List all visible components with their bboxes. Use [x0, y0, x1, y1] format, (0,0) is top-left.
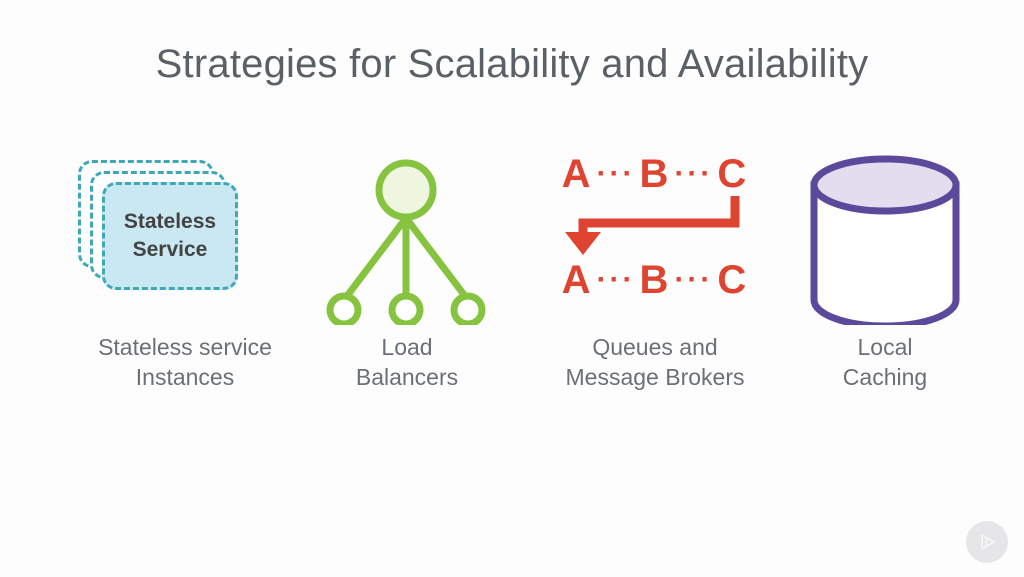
stacked-dashed-cards-icon: Stateless Service [70, 140, 300, 325]
caption-queues-message-brokers: Queues and Message Brokers [565, 334, 745, 391]
card-front-layer: Stateless Service [102, 182, 238, 290]
lb-child-node-2 [388, 292, 424, 325]
lb-child-node-1 [326, 292, 362, 325]
page-title: Strategies for Scalability and Availabil… [155, 42, 869, 86]
queue-top-item-a: A [561, 152, 593, 196]
cylinder-body [810, 181, 960, 325]
database-cylinder-icon [770, 140, 1000, 325]
queue-bottom-item-a: A [561, 258, 593, 302]
stateless-service-label: Stateless Service [123, 209, 217, 261]
caption-local-caching: Local Caching [842, 334, 928, 391]
queue-top-separator-1: ··· [596, 157, 636, 191]
queue-sequence-top: A···B···C [540, 152, 770, 197]
queue-bottom-separator-1: ··· [596, 263, 636, 297]
queue-top-separator-2: ··· [674, 157, 714, 191]
message-queue-loop-icon: A···B···C A···B···C [540, 140, 770, 325]
queue-loop-arrow-icon [565, 196, 740, 255]
queue-arrowhead [565, 232, 601, 255]
lb-root-node [375, 159, 437, 221]
lb-child-node-3 [450, 292, 486, 325]
queue-top-item-c: C [717, 152, 749, 196]
database-cylinder-svg [810, 155, 960, 325]
caption-stateless-service: Stateless service Instances [98, 334, 272, 391]
load-balancer-node-graph-icon [292, 140, 522, 325]
queue-bottom-separator-2: ··· [674, 263, 714, 297]
cylinder-top [810, 155, 960, 215]
column-queues-message-brokers: A···B···C A···B···C Queues and Message B… [540, 140, 770, 410]
load-balancer-svg [326, 159, 486, 325]
queue-top-item-b: B [639, 152, 671, 196]
play-triangle-logo-icon [966, 521, 1008, 563]
column-local-caching: Local Caching [770, 140, 1000, 410]
play-triangle-glyph [981, 534, 995, 550]
column-load-balancers: Load Balancers [292, 140, 522, 410]
queue-bottom-item-c: C [717, 258, 749, 302]
column-stateless-service: Stateless Service Stateless service Inst… [70, 140, 300, 410]
caption-load-balancers: Load Balancers [355, 334, 459, 391]
queue-bottom-item-b: B [639, 258, 671, 302]
queue-sequence-bottom: A···B···C [540, 258, 770, 303]
